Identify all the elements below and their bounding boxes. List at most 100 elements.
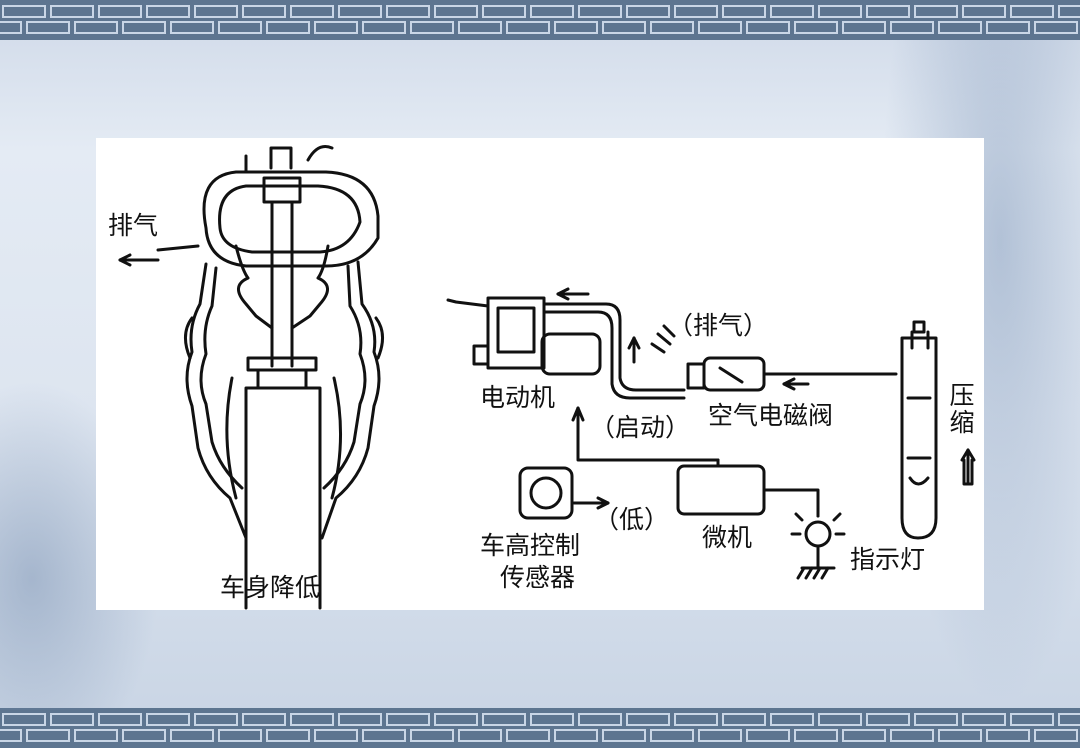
air-solenoid-label: 空气电磁阀 <box>708 401 834 430</box>
brick <box>434 5 478 18</box>
brick <box>1034 21 1078 34</box>
brick <box>26 21 70 34</box>
brick <box>170 729 214 742</box>
brick <box>122 21 166 34</box>
brick <box>818 5 862 18</box>
brick <box>1010 5 1054 18</box>
brick <box>0 21 22 34</box>
brick <box>146 713 190 726</box>
compress-label: 压缩 <box>946 382 975 436</box>
brick <box>482 5 526 18</box>
brick <box>650 21 694 34</box>
brick <box>626 713 670 726</box>
brick <box>722 713 766 726</box>
brick <box>554 729 598 742</box>
brick <box>818 713 862 726</box>
exhaust-paren-label: （排气） <box>668 311 769 340</box>
brick <box>362 729 406 742</box>
brick <box>266 21 310 34</box>
height-sensor-label-2: 传感器 <box>500 563 576 592</box>
brick <box>242 713 286 726</box>
brick <box>794 729 838 742</box>
brick <box>602 729 646 742</box>
air-pipe <box>542 287 686 400</box>
brick <box>386 713 430 726</box>
motor-label: 电动机 <box>480 383 556 412</box>
brick <box>1058 713 1080 726</box>
brick <box>722 5 766 18</box>
brick <box>506 729 550 742</box>
brick <box>98 713 142 726</box>
brick <box>74 729 118 742</box>
brick <box>602 21 646 34</box>
brick <box>746 729 790 742</box>
brick <box>674 713 718 726</box>
brick <box>2 713 46 726</box>
compressor-motor <box>446 296 602 376</box>
start-paren-label: （启动） <box>590 413 691 442</box>
brick <box>50 713 94 726</box>
height-sensor-label-1: 车高控制 <box>480 531 581 560</box>
brick <box>770 713 814 726</box>
brick <box>266 729 310 742</box>
brick <box>986 21 1030 34</box>
brick <box>122 729 166 742</box>
top-brick-pattern <box>0 5 1080 34</box>
brick <box>410 729 454 742</box>
bottom-border-band <box>0 708 1080 748</box>
brick <box>794 21 838 34</box>
brick <box>530 5 574 18</box>
brick <box>842 21 886 34</box>
brick <box>938 729 982 742</box>
brick <box>458 729 502 742</box>
brick <box>170 21 214 34</box>
low-paren-label: （低） <box>594 505 670 534</box>
brick <box>674 5 718 18</box>
brick <box>530 713 574 726</box>
brick <box>194 713 238 726</box>
brick <box>986 729 1030 742</box>
brick <box>338 5 382 18</box>
indicator-lamp <box>790 508 846 580</box>
brick <box>218 729 262 742</box>
brick <box>98 5 142 18</box>
height-sensor <box>518 466 574 520</box>
brick <box>1034 729 1078 742</box>
brick <box>386 5 430 18</box>
brick <box>746 21 790 34</box>
brick <box>626 5 670 18</box>
air-spring-assembly <box>118 145 384 610</box>
brick <box>770 5 814 18</box>
microcomputer-box <box>676 464 766 516</box>
brick <box>890 729 934 742</box>
brick <box>242 5 286 18</box>
brick <box>362 21 406 34</box>
brick <box>938 21 982 34</box>
brick <box>74 21 118 34</box>
brick <box>698 729 742 742</box>
brick <box>50 5 94 18</box>
brick <box>338 713 382 726</box>
brick <box>866 713 910 726</box>
brick <box>482 713 526 726</box>
brick <box>1010 713 1054 726</box>
suspension-diagram <box>118 145 976 610</box>
brick <box>26 729 70 742</box>
brick <box>914 5 958 18</box>
indicator-lamp-label: 指示灯 <box>850 545 926 574</box>
brick <box>554 21 598 34</box>
brick <box>890 21 934 34</box>
brick <box>218 21 262 34</box>
brick <box>314 21 358 34</box>
body-lowered-label: 车身降低 <box>220 573 321 602</box>
air-spring-right <box>900 320 976 540</box>
brick <box>914 713 958 726</box>
bottom-brick-pattern <box>0 713 1080 742</box>
brick <box>506 21 550 34</box>
brick <box>1058 5 1080 18</box>
microcomputer-label: 微机 <box>702 523 753 552</box>
exhaust-label: 排气 <box>108 211 159 240</box>
brick <box>0 729 22 742</box>
brick <box>434 713 478 726</box>
brick <box>578 5 622 18</box>
